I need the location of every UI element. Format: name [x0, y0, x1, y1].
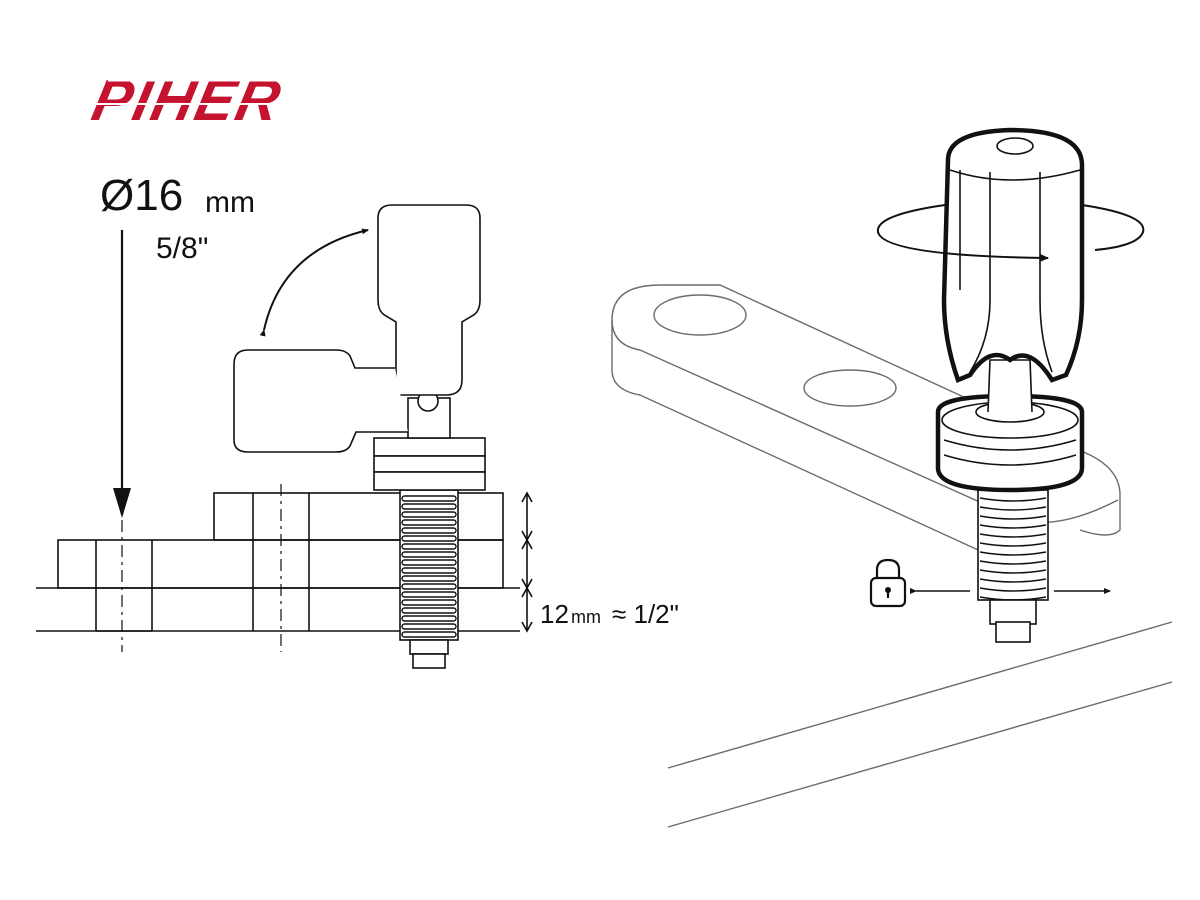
thickness-imperial: ≈ 1/2" — [612, 599, 679, 629]
logo-text: PIHER — [87, 69, 288, 133]
clamp-knob-assembly — [869, 127, 1145, 643]
piher-logo: PIHER — [87, 69, 332, 133]
thickness-unit: mm — [571, 607, 601, 627]
thread-coil — [401, 559, 457, 566]
thread-coil — [401, 495, 457, 502]
rotation-arrow-icon — [876, 204, 1049, 262]
thread-coil — [401, 623, 457, 630]
thread-coil — [401, 583, 457, 590]
hole-diameter-imperial: 5/8" — [156, 232, 208, 265]
thread-coil — [401, 511, 457, 518]
thread-coil — [979, 560, 1047, 565]
hole-diameter-unit: mm — [205, 186, 255, 219]
swing-arrow-icon — [259, 228, 369, 337]
thread-coil — [979, 506, 1047, 511]
thread-coil — [401, 551, 457, 558]
hole-diameter-value: Ø16 — [100, 171, 183, 220]
threaded-shaft — [399, 489, 459, 669]
perspective-view — [611, 284, 1173, 828]
thread-coil — [401, 591, 457, 598]
thread-coil — [979, 533, 1047, 538]
thread-coil — [401, 575, 457, 582]
thread-coil — [979, 578, 1047, 583]
thread-coil — [401, 543, 457, 550]
thread-coil — [401, 631, 457, 638]
thread-coil — [979, 515, 1047, 520]
thread-coil — [401, 503, 457, 510]
thread-coil — [401, 567, 457, 574]
thread-coil — [401, 615, 457, 622]
thickness-value: 12 — [540, 599, 569, 629]
thread-coil — [401, 535, 457, 542]
thread-coil — [979, 551, 1047, 556]
thread-coil — [979, 524, 1047, 529]
thread-coil — [401, 599, 457, 606]
thread-coil — [401, 607, 457, 614]
thread-coil — [401, 519, 457, 526]
thread-coil — [979, 497, 1047, 502]
side-elevation: Ø16 mm 5/8" — [36, 171, 679, 669]
thread-coil — [401, 527, 457, 534]
lock-icon — [869, 558, 907, 608]
thread-coil — [979, 587, 1047, 592]
thread-coil — [979, 569, 1047, 574]
thread-coil — [979, 542, 1047, 547]
